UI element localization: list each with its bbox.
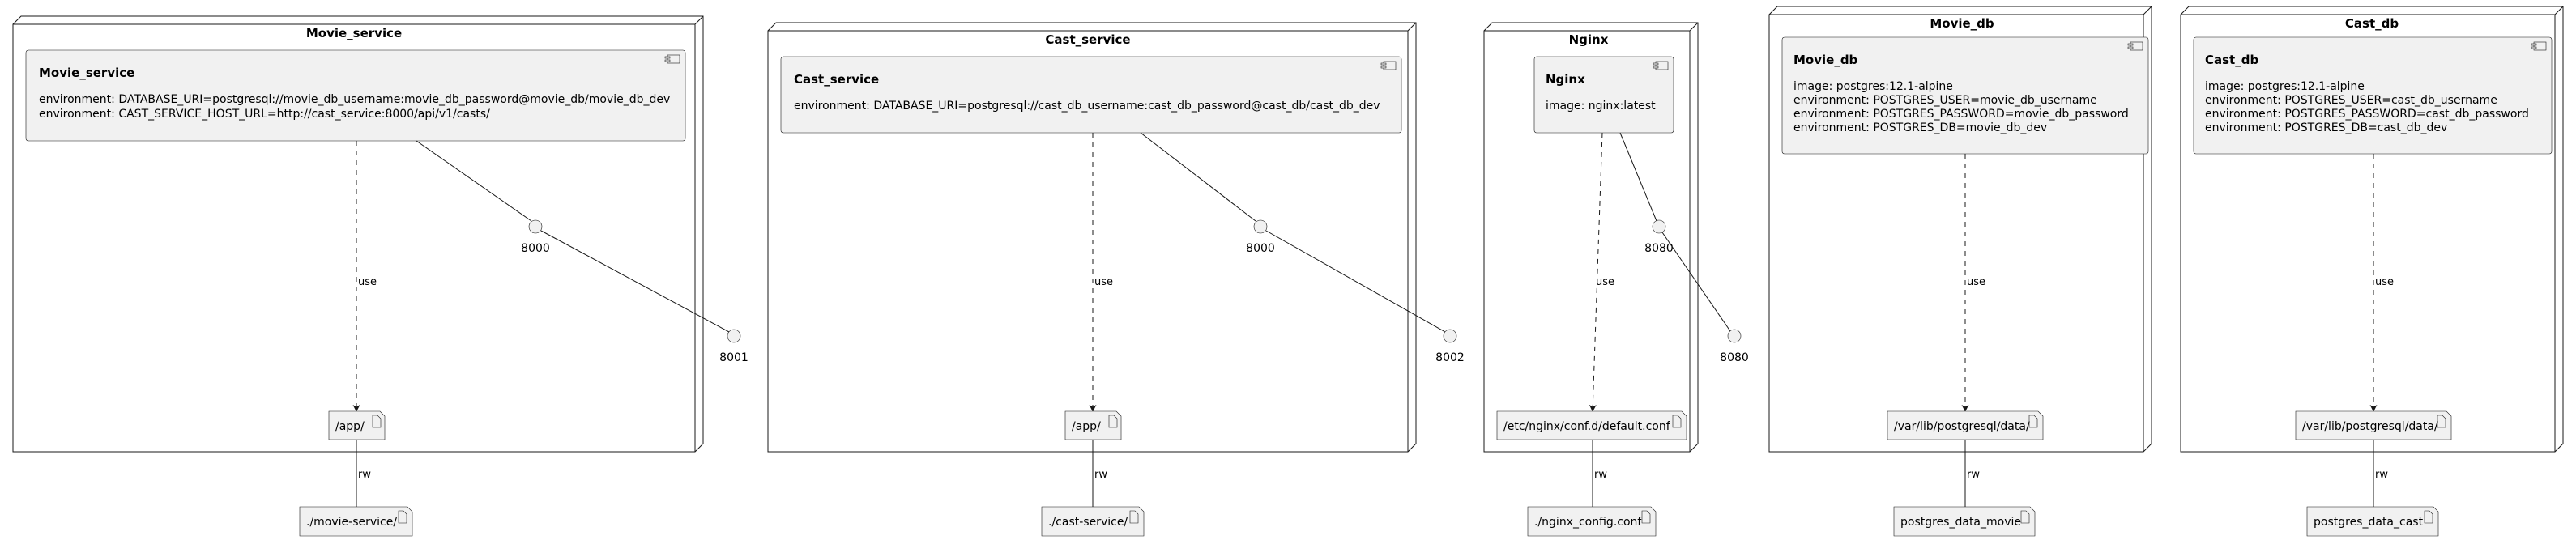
node-title: Cast_service bbox=[1045, 32, 1130, 47]
document-icon bbox=[1129, 510, 1139, 524]
volume-label: postgres_data_movie bbox=[1900, 516, 2021, 529]
document-icon bbox=[2020, 510, 2030, 524]
use-label: use bbox=[2375, 276, 2394, 288]
component-title: Movie_db bbox=[1793, 53, 1858, 67]
node-title: Nginx bbox=[1569, 32, 1609, 47]
port-label: 8080 bbox=[1644, 242, 1674, 255]
component-line: environment: CAST_SERVICE_HOST_URL=http:… bbox=[39, 108, 490, 121]
volume-cast-service[interactable]: ./cast-service/ bbox=[1041, 506, 1145, 537]
document-icon bbox=[2437, 415, 2446, 428]
component-line: environment: POSTGRES_PASSWORD=movie_db_… bbox=[1793, 108, 2129, 121]
port-link bbox=[540, 230, 730, 333]
document-icon bbox=[1108, 415, 1118, 428]
port-label: 8001 bbox=[719, 351, 748, 364]
rw-label: rw bbox=[1594, 469, 1607, 481]
document-icon bbox=[372, 415, 382, 428]
component-cast-db[interactable]: Cast_db image: postgres:12.1-alpine envi… bbox=[2193, 36, 2553, 155]
port-8000-circle bbox=[1253, 219, 1268, 234]
use-label: use bbox=[358, 276, 377, 288]
rw-label: rw bbox=[1967, 469, 1980, 481]
artifact-label: /var/lib/postgresql/data/ bbox=[2302, 420, 2438, 433]
component-line: environment: POSTGRES_USER=movie_db_user… bbox=[1793, 94, 2097, 107]
port-link bbox=[1140, 132, 1256, 222]
artifact-pgdata[interactable]: /var/lib/postgresql/data/ bbox=[1887, 410, 2044, 440]
port-label: 8000 bbox=[521, 242, 550, 255]
component-title: Cast_db bbox=[2205, 53, 2258, 67]
component-icon bbox=[664, 54, 680, 64]
rw-label: rw bbox=[2375, 469, 2388, 481]
use-edge bbox=[1589, 132, 1603, 412]
volume-label: ./cast-service/ bbox=[1048, 516, 1128, 529]
port-link bbox=[416, 140, 532, 222]
volume-label: ./nginx_config.conf bbox=[1534, 516, 1642, 529]
port-8001-circle bbox=[727, 329, 741, 343]
document-icon bbox=[1641, 510, 1651, 524]
component-line: image: postgres:12.1-alpine bbox=[1793, 80, 1953, 93]
artifact-label: /app/ bbox=[1072, 420, 1101, 433]
component-cast-service[interactable]: Cast_service environment: DATABASE_URI=p… bbox=[780, 56, 1402, 134]
component-icon bbox=[1380, 61, 1397, 70]
component-title: Movie_service bbox=[39, 66, 134, 80]
artifact-app[interactable]: /app/ bbox=[328, 410, 386, 440]
volume-nginx-config[interactable]: ./nginx_config.conf bbox=[1527, 506, 1657, 537]
volume-postgres-data-cast[interactable]: postgres_data_cast bbox=[2306, 506, 2439, 537]
volume-label: postgres_data_cast bbox=[2314, 516, 2424, 529]
component-title: Nginx bbox=[1546, 72, 1585, 87]
component-title: Cast_service bbox=[794, 72, 879, 87]
component-line: environment: POSTGRES_USER=cast_db_usern… bbox=[2205, 94, 2497, 107]
use-label: use bbox=[1967, 276, 1985, 288]
artifact-app[interactable]: /app/ bbox=[1064, 410, 1122, 440]
artifact-pgdata[interactable]: /var/lib/postgresql/data/ bbox=[2295, 410, 2452, 440]
rw-label: rw bbox=[358, 469, 371, 481]
port-8080-circle bbox=[1727, 329, 1742, 343]
document-icon bbox=[1672, 415, 1682, 428]
use-label: use bbox=[1596, 276, 1614, 288]
node-title: Movie_service bbox=[306, 26, 402, 40]
component-line: environment: POSTGRES_PASSWORD=cast_db_p… bbox=[2205, 108, 2529, 121]
component-line: environment: POSTGRES_DB=movie_db_dev bbox=[1793, 121, 2047, 134]
port-link bbox=[1619, 132, 1657, 222]
component-line: environment: POSTGRES_DB=cast_db_dev bbox=[2205, 121, 2447, 134]
volume-label: ./movie-service/ bbox=[306, 516, 397, 529]
rw-label: rw bbox=[1094, 469, 1107, 481]
component-line: image: postgres:12.1-alpine bbox=[2205, 80, 2365, 93]
volume-postgres-data-movie[interactable]: postgres_data_movie bbox=[1893, 506, 2036, 537]
artifact-label: /app/ bbox=[335, 420, 365, 433]
component-line: image: nginx:latest bbox=[1546, 100, 1656, 113]
port-8080-circle bbox=[1652, 219, 1666, 234]
artifact-nginx-conf[interactable]: /etc/nginx/conf.d/default.conf bbox=[1496, 410, 1687, 440]
port-label: 8000 bbox=[1246, 242, 1275, 255]
port-link bbox=[1661, 232, 1731, 332]
document-icon bbox=[2028, 415, 2038, 428]
component-movie-service[interactable]: Movie_service environment: DATABASE_URI=… bbox=[25, 49, 686, 142]
port-8002-circle bbox=[1443, 329, 1457, 343]
component-icon bbox=[2531, 41, 2547, 51]
component-line: environment: DATABASE_URI=postgresql://m… bbox=[39, 93, 670, 106]
document-icon bbox=[398, 510, 407, 524]
port-link bbox=[1265, 230, 1446, 333]
port-8000-circle bbox=[528, 219, 543, 234]
component-movie-db[interactable]: Movie_db image: postgres:12.1-alpine env… bbox=[1781, 36, 2149, 155]
component-icon bbox=[1653, 61, 1669, 70]
artifact-label: /var/lib/postgresql/data/ bbox=[1894, 420, 2030, 433]
component-icon bbox=[2127, 41, 2143, 51]
artifact-label: /etc/nginx/conf.d/default.conf bbox=[1503, 420, 1671, 433]
node-title: Cast_db bbox=[2345, 16, 2399, 31]
port-label: 8002 bbox=[1435, 351, 1465, 364]
component-line: environment: DATABASE_URI=postgresql://c… bbox=[794, 100, 1380, 113]
use-label: use bbox=[1094, 276, 1113, 288]
document-icon bbox=[2424, 510, 2433, 524]
port-label: 8080 bbox=[1720, 351, 1749, 364]
component-nginx[interactable]: Nginx image: nginx:latest bbox=[1533, 56, 1674, 134]
volume-movie-service[interactable]: ./movie-service/ bbox=[299, 506, 413, 537]
node-title: Movie_db bbox=[1930, 16, 1994, 31]
